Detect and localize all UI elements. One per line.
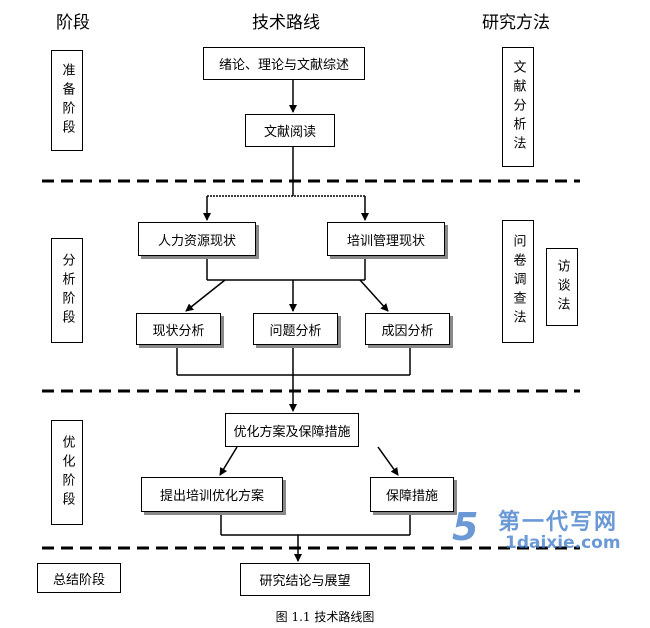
box-cause-analysis: 成因分析: [365, 313, 450, 345]
box-training-status: 培训管理现状: [327, 222, 445, 256]
box-safeguards: 保障措施: [370, 477, 454, 512]
method-interview: 访谈法: [546, 248, 578, 326]
stage-analysis: 分析阶段: [51, 238, 83, 343]
header-method: 研究方法: [482, 13, 550, 33]
header-stage: 阶段: [56, 13, 90, 33]
box-conclusion: 研究结论与展望: [240, 563, 370, 596]
box-intro: 绪论、理论与文献综述: [203, 47, 365, 80]
box-status-analysis: 现状分析: [136, 313, 221, 345]
box-training-plan: 提出培训优化方案: [141, 477, 283, 512]
box-hr-status: 人力资源现状: [138, 222, 256, 256]
box-reading: 文献阅读: [245, 114, 335, 147]
box-problem-analysis: 问题分析: [253, 313, 338, 345]
method-literature: 文献分析法: [502, 47, 534, 167]
method-questionnaire: 问卷调查法: [502, 220, 534, 343]
stage-summary: 总结阶段: [37, 563, 121, 593]
watermark-logo-icon: 5: [452, 505, 479, 549]
stage-optimize: 优化阶段: [51, 420, 83, 525]
header-route: 技术路线: [252, 13, 320, 33]
watermark-cn: 第一代写网: [498, 510, 619, 535]
box-plan-measures: 优化方案及保障措施: [225, 413, 359, 447]
figure-caption: 图 1.1 技术路线图: [275, 610, 375, 624]
watermark-en: 1daixie.com: [505, 533, 621, 553]
stage-prep: 准备阶段: [51, 50, 83, 151]
